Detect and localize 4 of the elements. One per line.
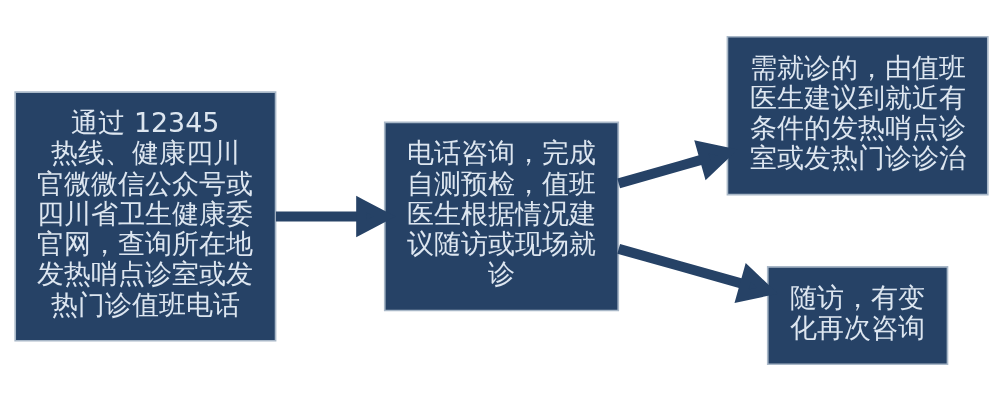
node-box: 通过 12345 热线、健康四川官微微信公众号或四川省卫生健康委官网，查询所在地发热哨点诊室或发热门诊值班电话 <box>14 90 277 342</box>
node-box: 随访，有变化再次咨询 <box>766 265 949 365</box>
node-box: 电话咨询，完成自测预检，值班医生根据情况建议随访或现场就诊 <box>383 121 620 311</box>
node-box: 需就诊的，由值班医生建议到就近有条件的发热哨点诊室或发热门诊诊治 <box>726 35 989 195</box>
